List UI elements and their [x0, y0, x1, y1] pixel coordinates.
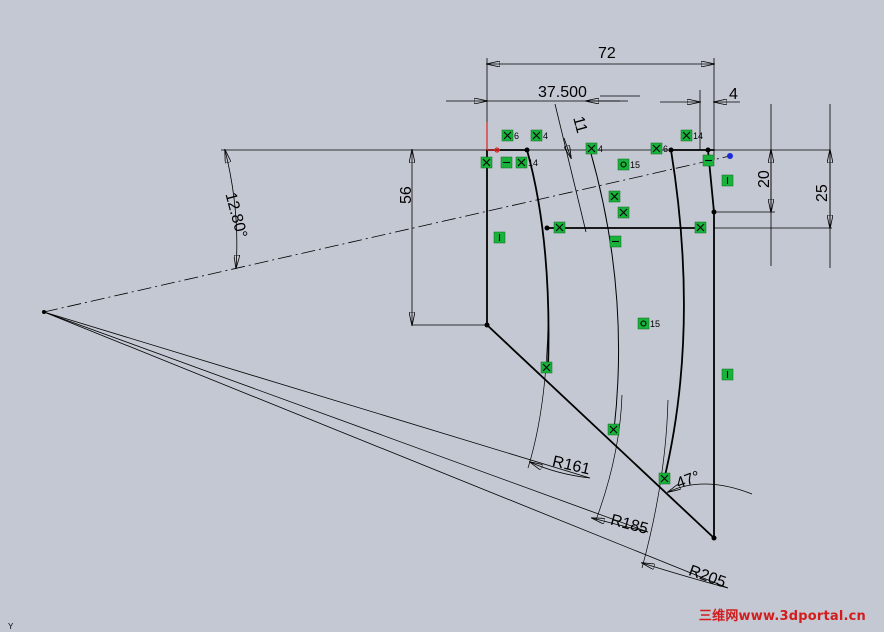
relation-tangent-label: 6 [663, 144, 668, 154]
dim-total-width[interactable]: 72 [598, 45, 616, 62]
blue-endpoint[interactable] [727, 153, 733, 159]
relation-tangent-icon[interactable] [585, 142, 598, 155]
dim-bottom-angle[interactable]: 47° [674, 468, 703, 492]
dim-right-total-height[interactable]: 25 [814, 184, 831, 202]
relation-coincident-icon[interactable] [694, 221, 707, 234]
origin-marker [486, 122, 500, 153]
relation-horizontal-icon[interactable] [609, 235, 622, 248]
relation-tangent-label: 14 [528, 158, 538, 168]
relation-tangent-label: 6 [514, 131, 519, 141]
relation-horizontal-icon[interactable] [500, 156, 513, 169]
diagonal-edge[interactable] [486, 324, 715, 539]
relation-vertical-icon[interactable] [721, 368, 734, 381]
sketch-points[interactable] [42, 147, 717, 541]
dim-right-offset[interactable]: 4 [729, 86, 738, 103]
dimension-arrows [225, 64, 830, 589]
relation-coincident-icon[interactable] [553, 221, 566, 234]
relation-boxes[interactable]: 6 4 14 4 6 14 15 15 [480, 129, 734, 485]
relation-tangent-icon[interactable] [680, 129, 693, 142]
relation-tangent-label: 4 [543, 131, 548, 141]
dim-left-height[interactable]: 56 [398, 186, 415, 204]
relation-tangent-icon[interactable] [530, 129, 543, 142]
relation-tangent-label: 14 [693, 131, 703, 141]
dim-right-upper-height[interactable]: 20 [756, 170, 773, 188]
relation-horizontal-icon[interactable] [702, 154, 715, 167]
relation-vertical-icon[interactable] [721, 174, 734, 187]
relation-equal-label: 15 [630, 160, 640, 170]
watermark-text: 三维网www.3dportal.cn [698, 609, 866, 624]
dim-radius-inner[interactable]: R161 [551, 453, 592, 478]
relation-tangent-icon[interactable] [515, 156, 528, 169]
radius-line-205[interactable] [43, 311, 729, 589]
relation-tangent-icon[interactable] [650, 142, 663, 155]
relation-coincident-icon[interactable] [607, 423, 620, 436]
centerline[interactable] [43, 155, 731, 313]
arc-outer[interactable] [663, 149, 685, 481]
dim-radius-middle[interactable]: R185 [609, 512, 650, 538]
arc-slot[interactable] [589, 149, 620, 431]
dim-slot-width[interactable]: 11 [569, 115, 590, 136]
dim-top-width[interactable]: 37.500 [538, 84, 587, 101]
dim-angle-top[interactable]: 12.80° [221, 191, 249, 240]
relation-coincident-icon[interactable] [617, 206, 630, 219]
radius-line-161[interactable] [43, 311, 591, 479]
relation-equal-icon[interactable] [637, 317, 650, 330]
relation-tangent-icon[interactable] [501, 129, 514, 142]
relation-coincident-icon[interactable] [540, 361, 553, 374]
relation-equal-icon[interactable] [617, 158, 630, 171]
relation-coincident-icon[interactable] [480, 156, 493, 169]
arc-inner[interactable] [526, 149, 550, 369]
relation-vertical-icon[interactable] [493, 231, 506, 244]
relation-coincident-icon[interactable] [658, 472, 671, 485]
axis-label-y: Y [8, 622, 14, 631]
relation-tangent-label: 4 [598, 144, 603, 154]
relation-equal-label: 15 [650, 319, 660, 329]
radius-line-185[interactable] [43, 311, 649, 533]
relation-coincident-icon[interactable] [608, 190, 621, 203]
dim-radius-outer[interactable]: R205 [686, 562, 728, 591]
